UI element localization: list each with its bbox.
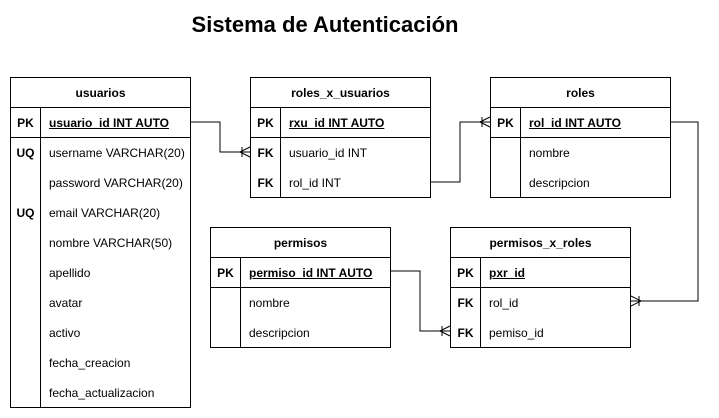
field-name: password VARCHAR(20): [49, 176, 183, 190]
table-row: nombre: [491, 138, 670, 168]
key-badge: FK: [451, 318, 481, 348]
table-row: nombre VARCHAR(50): [11, 228, 190, 258]
table-permisos[interactable]: permisos PK permiso_id INT AUTO nombre d…: [210, 227, 391, 348]
key-badge: [11, 288, 41, 318]
field-name: username VARCHAR(20): [49, 146, 185, 160]
field-name: fecha_creacion: [49, 356, 131, 370]
table-roles[interactable]: roles PK rol_id INT AUTO nombre descripc…: [490, 77, 671, 198]
relation-permisos-permisos-x-roles: [391, 270, 450, 332]
key-badge: UQ: [11, 138, 41, 168]
table-row: FK rol_id: [451, 288, 630, 318]
key-badge: [11, 168, 41, 198]
table-header: roles_x_usuarios: [251, 78, 430, 108]
table-header: permisos: [211, 228, 390, 258]
table-row: descripcion: [491, 168, 670, 198]
crows-foot-icon: [479, 116, 491, 128]
field-name: fecha_actualizacion: [49, 386, 155, 400]
field-name: descripcion: [529, 176, 590, 190]
field-name: rol_id INT AUTO: [529, 116, 622, 130]
table-row: fecha_creacion: [11, 348, 190, 378]
key-badge: PK: [451, 258, 481, 287]
crows-foot-icon: [439, 325, 451, 337]
key-badge: FK: [451, 288, 481, 318]
crows-foot-icon: [630, 295, 642, 307]
key-badge: [11, 318, 41, 348]
table-header: roles: [491, 78, 670, 108]
key-badge: FK: [251, 138, 281, 168]
table-row: FK rol_id INT: [251, 168, 430, 198]
field-name: usuario_id INT: [289, 146, 368, 160]
field-name: rol_id: [489, 296, 519, 310]
diagram-title: Sistema de Autenticación: [191, 12, 459, 37]
table-row: PK usuario_id INT AUTO: [11, 108, 190, 138]
table-header: usuarios: [11, 78, 190, 108]
field-name: avatar: [49, 296, 83, 310]
table-roles-x-usuarios[interactable]: roles_x_usuarios PK rxu_id INT AUTO FK u…: [250, 77, 431, 198]
table-row: activo: [11, 318, 190, 348]
key-badge: [11, 228, 41, 258]
table-row: password VARCHAR(20): [11, 168, 190, 198]
key-badge: [11, 258, 41, 288]
table-row: fecha_actualizacion: [11, 378, 190, 408]
field-name: rxu_id INT AUTO: [289, 116, 385, 130]
table-permisos-x-roles[interactable]: permisos_x_roles PK pxr_id FK rol_id FK …: [450, 227, 631, 348]
table-row: PK rxu_id INT AUTO: [251, 108, 430, 138]
table-usuarios[interactable]: usuarios PK usuario_id INT AUTO UQ usern…: [10, 77, 191, 408]
field-name: nombre: [249, 296, 290, 310]
field-name: nombre VARCHAR(50): [49, 236, 173, 250]
relation-roles-roles-x-usuarios: [431, 121, 490, 183]
field-name: nombre: [529, 146, 570, 160]
key-badge: PK: [251, 108, 281, 137]
table-row: avatar: [11, 288, 190, 318]
table-row: nombre: [211, 288, 390, 318]
relation-usuarios-roles-x-usuarios: [191, 121, 250, 153]
table-header: permisos_x_roles: [451, 228, 630, 258]
table-row: UQ username VARCHAR(20): [11, 138, 190, 168]
key-badge: [211, 318, 241, 348]
table-row: apellido: [11, 258, 190, 288]
key-badge: [491, 138, 521, 168]
table-row: descripcion: [211, 318, 390, 348]
field-name: descripcion: [249, 326, 310, 340]
crows-foot-icon: [239, 146, 251, 158]
field-name: rol_id INT: [289, 176, 342, 190]
table-row: PK rol_id INT AUTO: [491, 108, 670, 138]
field-name: permiso_id INT AUTO: [249, 266, 373, 280]
table-row: PK pxr_id: [451, 258, 630, 288]
table-row: UQ email VARCHAR(20): [11, 198, 190, 228]
field-name: usuario_id INT AUTO: [49, 116, 170, 130]
field-name: activo: [49, 326, 81, 340]
key-badge: PK: [11, 108, 41, 137]
field-name: email VARCHAR(20): [49, 206, 161, 220]
key-badge: [491, 168, 521, 198]
key-badge: UQ: [11, 198, 41, 228]
table-row: PK permiso_id INT AUTO: [211, 258, 390, 288]
key-badge: [11, 348, 41, 378]
key-badge: PK: [211, 258, 241, 287]
table-row: FK pemiso_id: [451, 318, 630, 348]
key-badge: [11, 378, 41, 408]
key-badge: FK: [251, 168, 281, 198]
key-badge: PK: [491, 108, 521, 137]
field-name: apellido: [49, 266, 91, 280]
field-name: pxr_id: [489, 266, 526, 280]
table-row: FK usuario_id INT: [251, 138, 430, 168]
field-name: pemiso_id: [489, 326, 544, 340]
key-badge: [211, 288, 241, 318]
